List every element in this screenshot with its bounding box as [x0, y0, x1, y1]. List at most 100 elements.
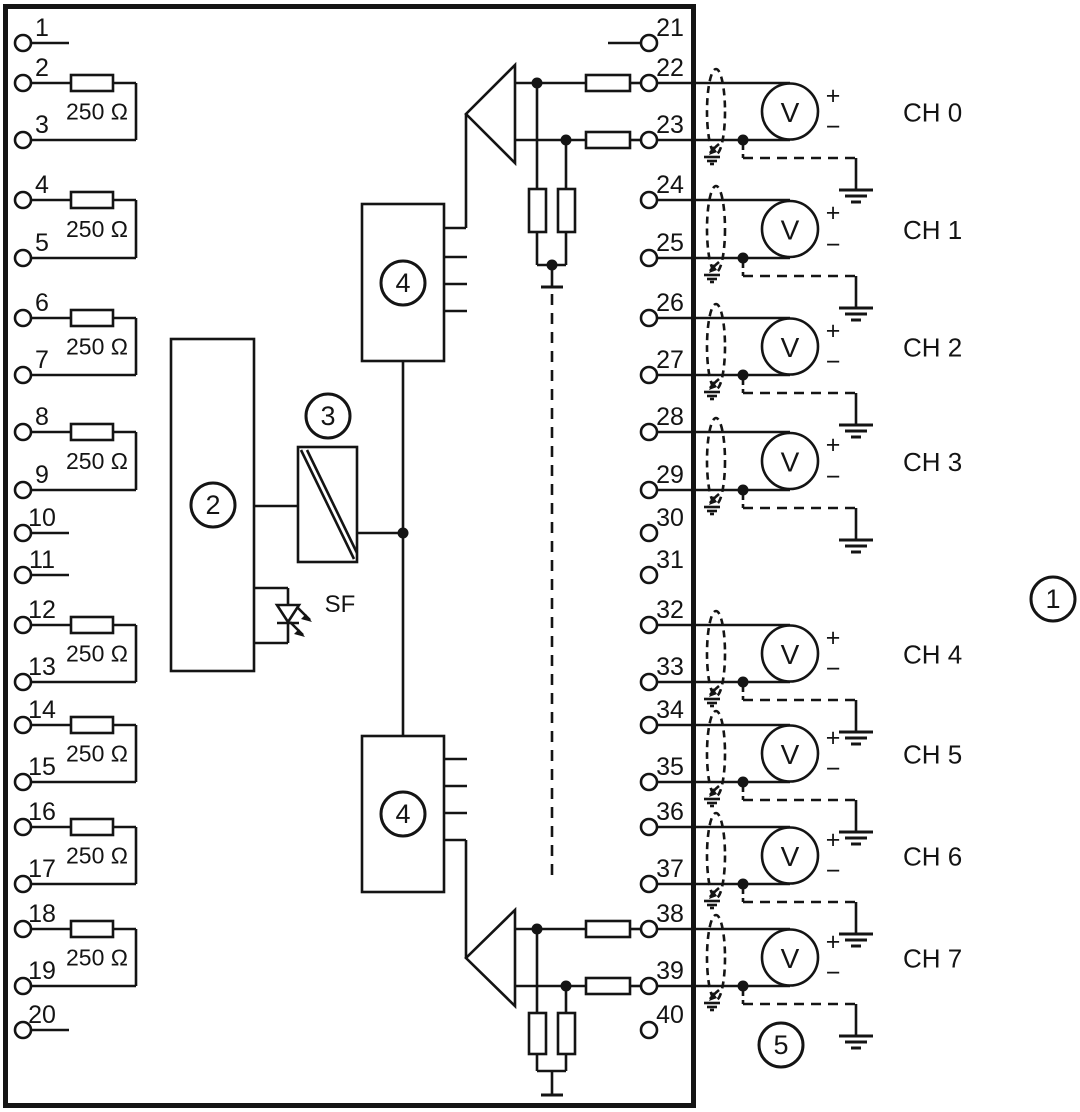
resistor-250-ohm-icon	[69, 190, 115, 210]
plus-sign: +	[826, 624, 841, 652]
shield-earth-arrowhead	[709, 381, 717, 390]
junction-dot	[737, 878, 749, 890]
channel-ch-1: V+−CH 1	[657, 184, 962, 322]
shield-earth-arrowhead	[709, 890, 717, 899]
minus-sign: −	[826, 231, 841, 259]
cable-shield-icon	[705, 416, 727, 506]
terminal-number-14: 14	[28, 696, 56, 724]
input-resistor-icon	[556, 1011, 577, 1056]
isolation-diagonal	[305, 449, 359, 554]
terminal-31: 31	[639, 546, 684, 585]
terminal-24: 24	[639, 171, 684, 210]
voltage-source-icon	[760, 826, 820, 885]
terminal-circle-37	[639, 874, 659, 894]
plus-sign: +	[826, 199, 841, 227]
channel-ch-4: V+−CH 4	[657, 609, 962, 746]
junction-dot	[737, 134, 749, 146]
callout-module: 1	[1029, 575, 1077, 623]
plus-sign: +	[826, 317, 841, 345]
terminal-number-17: 17	[28, 855, 56, 883]
cable-shield-icon	[705, 67, 727, 156]
terminal-number-10: 10	[28, 504, 56, 532]
terminal-number-40: 40	[656, 1001, 684, 1029]
input-logic-block: 2	[169, 337, 256, 673]
resistor-250-ohm-icon	[69, 308, 115, 328]
junction-dot	[737, 676, 749, 688]
junction-dot	[531, 923, 543, 935]
voltage-source-letter: V	[781, 447, 800, 478]
measuring-resistor-icon	[584, 130, 632, 150]
terminal-35: 35	[639, 753, 684, 792]
terminal-number-37: 37	[656, 855, 684, 883]
terminal-circle-8	[13, 422, 33, 442]
plus-sign: +	[826, 928, 841, 956]
shield-earth-arrowhead	[709, 264, 717, 273]
terminal-number-30: 30	[656, 504, 684, 532]
terminal-circle-40	[639, 1020, 659, 1040]
junction-dot	[737, 369, 749, 381]
shield-earth-arrowhead	[709, 496, 717, 505]
terminal-circle-7	[13, 365, 33, 385]
terminal-number-32: 32	[656, 596, 684, 624]
terminal-32: 32	[639, 596, 684, 635]
resistor-value-label: 250 Ω	[66, 641, 128, 667]
amplifier-network-top	[444, 61, 586, 877]
sf-led-group: SF	[254, 586, 355, 645]
junction-dot	[737, 484, 749, 496]
terminal-number-18: 18	[28, 900, 56, 928]
shield-earth-arrowhead	[709, 146, 717, 155]
minus-sign: −	[826, 463, 841, 491]
cable-shield-icon	[705, 913, 727, 1002]
shield-earth-arrowhead	[709, 788, 717, 797]
voltage-source-letter: V	[781, 943, 800, 974]
terminal-number-11: 11	[29, 546, 55, 574]
terminal-number-21: 21	[656, 14, 684, 42]
terminal-33: 33	[639, 653, 684, 692]
callout-3	[304, 392, 352, 440]
terminal-34: 34	[639, 696, 684, 735]
terminal-number-31: 31	[656, 546, 684, 574]
channel-ch-3: V+−CH 3	[657, 416, 962, 554]
terminal-number-26: 26	[656, 289, 684, 317]
module-outline	[3, 4, 696, 1108]
terminal-23: 23	[584, 111, 684, 150]
terminal-15: 15	[13, 753, 56, 792]
terminal-circle-9	[13, 480, 33, 500]
terminal-number-38: 38	[656, 900, 684, 928]
terminal-number-29: 29	[656, 461, 684, 489]
channel-ch-6: V+−CH 6	[657, 811, 962, 948]
terminal-3: 3	[13, 111, 49, 150]
terminal-11: 11	[13, 546, 69, 585]
measuring-resistor-icon	[584, 976, 632, 996]
channel-column: V+−CH 0V+−CH 1V+−CH 2V+−CH 3V+−CH 4V+−CH…	[657, 67, 962, 1050]
resistor-250-ohm-icon	[69, 615, 115, 635]
resistor-value-label: 250 Ω	[66, 741, 128, 767]
voltage-source-letter: V	[781, 841, 800, 872]
terminal-circle-19	[13, 976, 33, 996]
terminal-circle-39	[639, 976, 659, 996]
terminal-number-5: 5	[35, 229, 49, 257]
terminal-number-24: 24	[656, 171, 684, 199]
terminal-21: 21	[608, 14, 684, 53]
minus-sign: −	[826, 348, 841, 376]
channel-label: CH 5	[903, 740, 962, 770]
voltage-source-icon	[760, 431, 820, 491]
isolation-block: 3	[254, 392, 403, 564]
measuring-resistor-icon	[584, 919, 632, 939]
callout-5-number: 5	[773, 1030, 788, 1060]
callout-3-number: 3	[320, 401, 335, 431]
voltage-source-icon	[760, 199, 820, 259]
terminal-number-27: 27	[656, 346, 684, 374]
minus-sign: −	[826, 655, 841, 683]
resistor-value-label: 250 Ω	[66, 99, 128, 125]
terminal-1: 1	[13, 14, 69, 53]
terminal-22: 22	[584, 54, 684, 93]
resistor-250-ohm-icon	[69, 73, 115, 93]
measuring-resistor-icon	[584, 73, 632, 93]
terminal-number-33: 33	[656, 653, 684, 681]
